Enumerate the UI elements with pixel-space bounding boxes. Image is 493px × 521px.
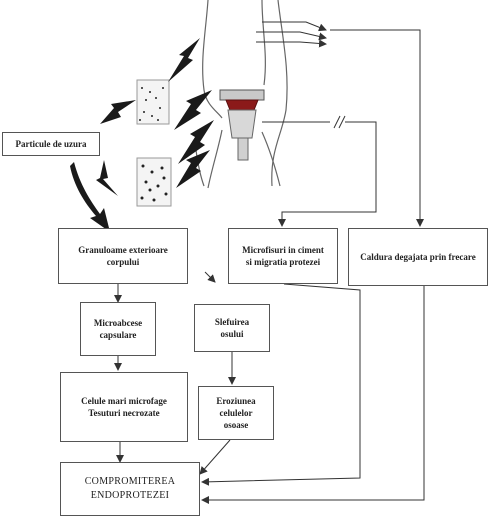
node-microcracks: Microfisuri in ciment si migratia protez…: [228, 228, 338, 284]
implant-tray: [219, 89, 265, 101]
heavy-arrow-4: [176, 150, 210, 188]
heavy-arrow-6: [96, 160, 118, 196]
implant-stem: [237, 137, 249, 161]
connector-microfisuri-to-compromiterea: [201, 283, 361, 486]
connector-heat-to-caldura: [330, 29, 424, 227]
node-frictional-heat: Caldura degajata prin frecare: [348, 228, 488, 286]
lower-leg-left: [195, 149, 205, 187]
heat-arrow-1: [262, 21, 327, 32]
node-frictional-heat-label: Caldura degajata prin frecare: [360, 252, 476, 262]
connector-microfisuri-drop: [278, 121, 377, 227]
heavy-arrow-5: [100, 100, 136, 124]
heavy-arrow-3: [178, 120, 214, 164]
heavy-arrows: [70, 38, 214, 232]
implant-body: [227, 109, 257, 139]
node-compromise: COMPROMITEREA ENDOPROTEZEI: [60, 462, 200, 516]
break-mark-2: [338, 115, 346, 129]
node-bone-erosion-label: Eroziunea celulelor osoase: [216, 396, 256, 430]
connector-granuloame-to-slefuirea: [204, 271, 216, 283]
node-granulomas-label: Granuloame exterioare corpului: [78, 245, 168, 267]
node-bone-polishing: Slefuirea osului: [194, 304, 270, 352]
outer-leg-curve: [271, 0, 288, 187]
node-macrophages: Celule mari microfage Tesuturi necrozate: [60, 372, 188, 442]
wear-particle-panels: [136, 79, 172, 207]
node-granulomas: Granuloame exterioare corpului: [58, 228, 188, 284]
heat-arrow-2: [256, 31, 327, 41]
node-wear-particles: Particule de uzura: [2, 132, 100, 156]
node-microcracks-label: Microfisuri in ciment si migratia protez…: [242, 245, 324, 267]
flow-connectors: [114, 29, 425, 504]
break-mark-1: [333, 115, 341, 129]
heat-arrows: [256, 21, 327, 48]
heat-arrow-3: [256, 39, 327, 48]
heavy-arrow-2: [174, 90, 212, 130]
node-compromise-label: COMPROMITEREA ENDOPROTEZEI: [84, 476, 176, 501]
femur-outline-left: [202, 0, 223, 119]
node-microabscesses-label: Microabcese capsulare: [93, 318, 143, 340]
tibia-outline-right: [261, 131, 281, 187]
connector-eroziunea-to-compromiterea: [199, 439, 231, 475]
tibia-outline-left: [207, 129, 223, 189]
implant-prosthesis: [219, 89, 265, 161]
heavy-arrow-1: [168, 38, 200, 82]
node-microabscesses: Microabcese capsulare: [80, 302, 156, 356]
node-wear-particles-label: Particule de uzura: [15, 139, 87, 149]
node-bone-polishing-label: Slefuirea osului: [214, 317, 250, 339]
heavy-arrow-7: [70, 162, 110, 232]
knee-joint-illustration: [195, 0, 288, 189]
upper-particle-panel: [136, 79, 170, 125]
polyethylene-insert: [225, 99, 259, 111]
connector-caldura-to-compromiterea: [201, 286, 425, 504]
node-bone-erosion: Eroziunea celulelor osoase: [198, 386, 274, 440]
node-macrophages-label: Celule mari microfage Tesuturi necrozate: [81, 396, 167, 418]
